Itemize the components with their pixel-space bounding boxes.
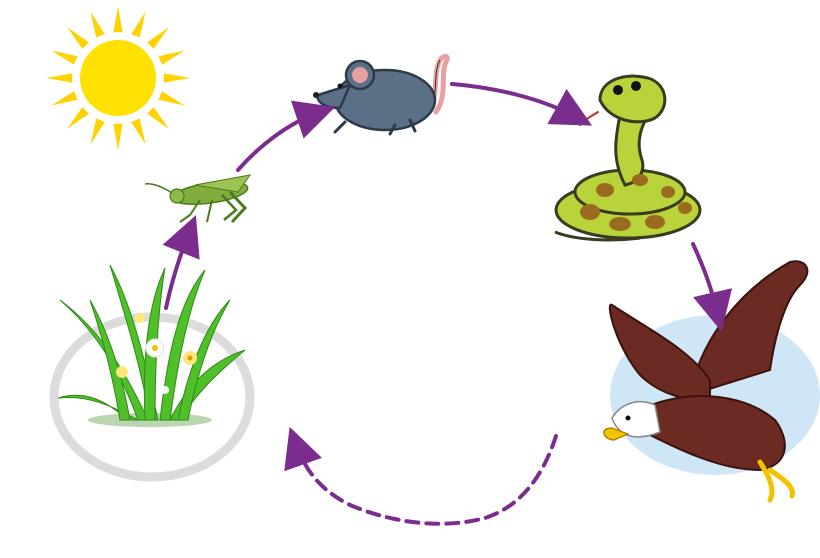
sun-ray [90, 118, 105, 145]
sun-ray [158, 50, 185, 65]
sun-ray [90, 11, 105, 38]
grass-icon [49, 264, 255, 482]
sun-ray [67, 107, 89, 129]
sun-ray [113, 6, 123, 33]
sun-icon [46, 6, 190, 150]
sun-ray [51, 50, 78, 65]
arrow-eagle-grass [284, 426, 558, 526]
food-chain-arrows [162, 82, 733, 526]
sun-ray [147, 27, 169, 49]
sun-ray [46, 73, 73, 83]
mouse-icon [313, 53, 450, 136]
arrow-grass-grasshopper [162, 215, 200, 310]
sun-ray [163, 73, 190, 83]
sun-ray [147, 107, 169, 129]
arrow-snake-eagle [691, 242, 733, 332]
sun-ray [113, 123, 123, 150]
arrow-mouse-snake [450, 82, 593, 126]
grasshopper-icon [144, 174, 252, 224]
sun-ray [131, 118, 146, 145]
sun-ray [67, 27, 89, 49]
eagle-icon [603, 260, 820, 503]
sun-ray [131, 11, 146, 38]
snake-icon [554, 74, 702, 242]
sun-ray [51, 91, 78, 106]
sun-ray [158, 91, 185, 106]
arrow-grasshopper-mouse [236, 100, 336, 172]
flower-icon [116, 313, 197, 394]
